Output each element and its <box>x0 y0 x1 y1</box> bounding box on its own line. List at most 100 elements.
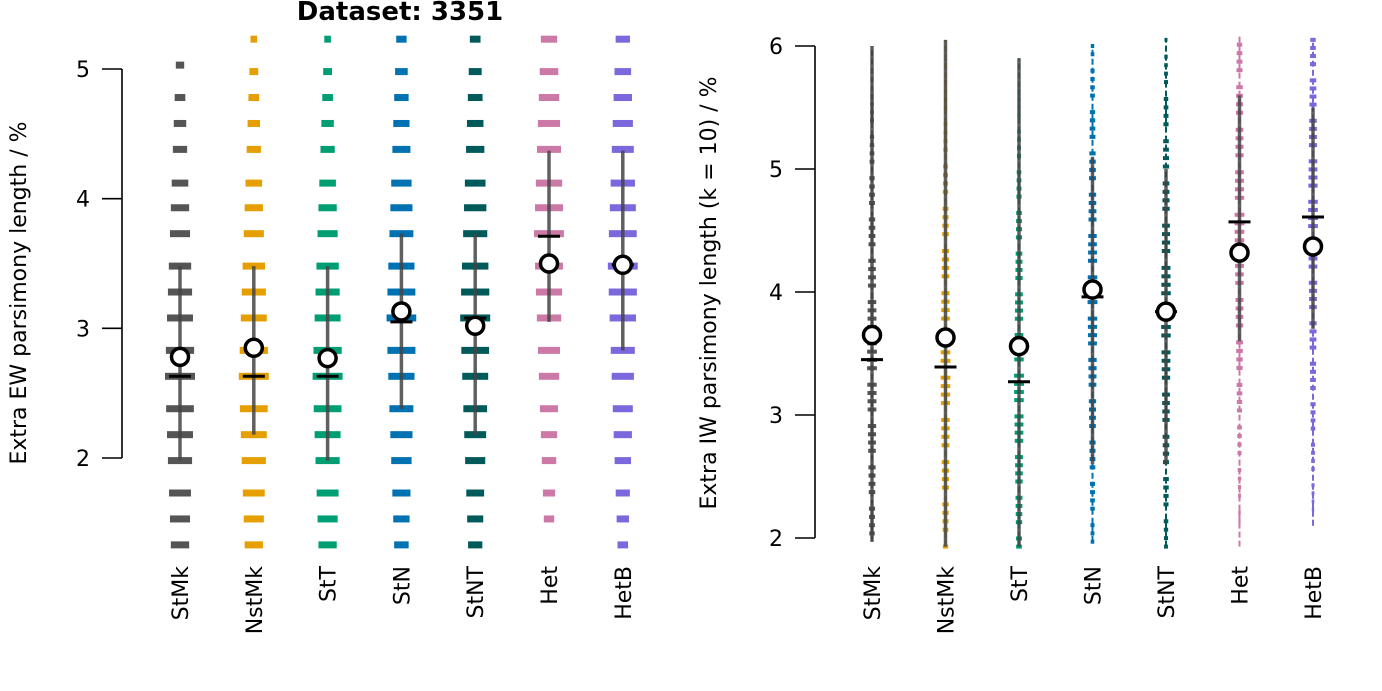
strip-mark <box>1089 151 1096 156</box>
strip-mark <box>250 35 258 43</box>
strip-mark <box>617 541 629 549</box>
strip-mark <box>394 94 409 102</box>
strip-mark <box>243 515 264 523</box>
y-tick-label: 4 <box>769 281 783 306</box>
strip-mark <box>464 204 487 212</box>
strip-mark <box>1309 86 1317 91</box>
strip-mark <box>1236 365 1243 370</box>
strip-mark <box>173 119 187 127</box>
strip-mark <box>1090 523 1095 528</box>
strip-mark <box>1090 93 1095 98</box>
strip-mark <box>319 179 336 187</box>
strip-mark <box>1310 410 1316 415</box>
strip-mark <box>322 94 333 102</box>
strip-mark <box>1090 44 1095 48</box>
strip-mark <box>1237 485 1242 490</box>
strip-mark <box>537 119 561 127</box>
strip-mark <box>612 405 633 413</box>
strip-mark <box>615 35 630 43</box>
strip-mark <box>1310 442 1316 447</box>
strip-mark <box>537 145 561 153</box>
strip-mark <box>1089 118 1096 123</box>
strip-mark <box>1309 62 1317 67</box>
strip-mark <box>1163 113 1169 118</box>
strip-mark <box>1310 369 1316 374</box>
strip-mark <box>1090 68 1095 73</box>
strip-mark <box>1309 94 1317 99</box>
strip-mark <box>616 515 629 523</box>
mean-point <box>464 315 486 336</box>
mean-point <box>935 327 956 348</box>
strip-mark <box>1089 134 1096 139</box>
strip-mark <box>171 179 189 187</box>
strip-mark <box>613 94 632 102</box>
strip-mark <box>1238 519 1241 524</box>
strip-mark <box>1236 399 1243 404</box>
strip-mark <box>467 515 484 523</box>
strip-mark <box>539 68 559 76</box>
strip-mark <box>1090 539 1095 544</box>
strip-mark <box>538 372 560 380</box>
strip-mark <box>390 204 413 212</box>
strip-mark <box>466 489 485 497</box>
strip-mark <box>1164 63 1168 68</box>
strip-mark <box>537 346 561 354</box>
strip-mark <box>1089 481 1096 486</box>
strip-mark <box>1090 506 1095 511</box>
strip-mark <box>1163 477 1169 482</box>
strip-mark <box>611 145 634 153</box>
strip-mark <box>611 372 634 380</box>
strip-mark <box>1309 361 1317 366</box>
strip-mark <box>1163 96 1169 101</box>
strip-mark <box>538 94 560 102</box>
strip-mark <box>1311 507 1315 512</box>
strip-mark <box>318 204 337 212</box>
strip-mark <box>1164 54 1168 59</box>
mean-point <box>1155 301 1177 322</box>
strip-mark <box>1163 80 1169 85</box>
strip-mark <box>1237 476 1242 481</box>
y-tick-label: 3 <box>769 404 783 429</box>
strip-mark <box>1164 544 1168 549</box>
category-label: StMk <box>169 566 194 621</box>
strip-mark <box>1310 386 1316 391</box>
y-tick-label: 3 <box>76 317 90 342</box>
strip-mark <box>391 179 412 187</box>
category-label: NstMk <box>243 566 268 635</box>
strip-mark <box>469 35 481 43</box>
strip-mark <box>249 68 259 76</box>
summary-group-right <box>861 39 1324 547</box>
strip-mark <box>170 541 190 549</box>
strip-mark <box>1162 164 1170 169</box>
strip-mark <box>390 431 413 439</box>
category-label: StMk <box>861 566 886 621</box>
strip-mark <box>244 541 263 549</box>
strip-mark <box>169 515 191 523</box>
strip-mark <box>540 431 558 439</box>
strip-mark <box>1311 458 1315 463</box>
strip-mark <box>1163 502 1169 507</box>
strip-mark <box>1164 71 1168 76</box>
strip-mark <box>1236 408 1243 413</box>
left-panel: Dataset: 3351 Extra EW parsimony length … <box>7 0 638 634</box>
strip-mark <box>1238 510 1241 515</box>
mean-point <box>391 301 412 322</box>
strip-mark <box>1162 156 1170 161</box>
mean-point <box>169 346 191 368</box>
strip-mark <box>316 489 339 497</box>
summary-group-left <box>169 150 634 461</box>
strip-mark <box>393 515 410 523</box>
strip-mark <box>317 230 338 238</box>
strip-mark <box>1089 465 1096 470</box>
strip-mark <box>1237 425 1242 430</box>
strip-mark <box>464 179 486 187</box>
mean-point <box>861 324 883 346</box>
strip-mark <box>1311 467 1315 472</box>
strip-mark <box>172 145 188 153</box>
strip-mark <box>1310 54 1316 59</box>
strip-mark <box>1310 418 1316 423</box>
strip-mark <box>1090 498 1095 503</box>
strip-mark <box>1164 37 1168 42</box>
